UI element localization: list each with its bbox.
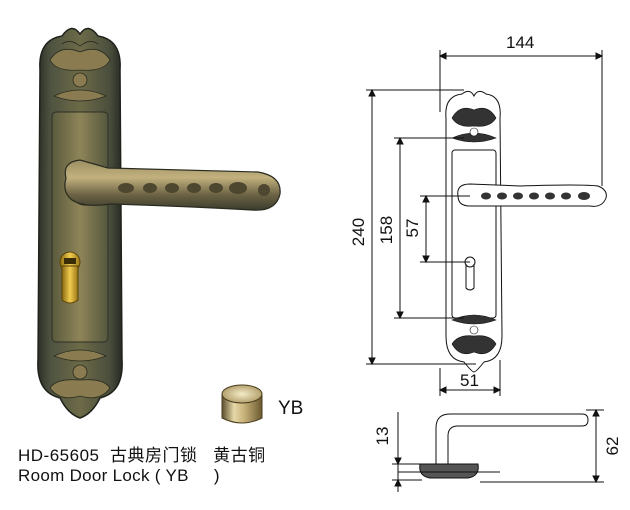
handle-engraving [118,182,270,196]
finish-swatch [221,384,263,424]
bottom-ornament [49,349,111,399]
model-code: HD-65605 [18,446,100,465]
front-top-ornament [451,107,497,143]
finish-name-cn: 黄古铜 [213,446,266,465]
dim-plate-height: 240 [349,218,368,246]
product-name-en: Room Door Lock [18,466,150,485]
lock-cylinder [59,251,81,304]
paren-open: ( [154,466,161,485]
dim-hole-spacing: 158 [377,216,396,244]
plate-inset [51,111,109,343]
dim-rose-thickness: 13 [373,427,392,446]
caption-line-1: HD-65605 古典房门锁 黄古铜 [18,441,266,466]
paren-close: ) [213,466,220,485]
side-view-drawing [392,408,604,492]
lock-photo [37,27,281,419]
dim-handle-cylinder: 57 [403,219,422,238]
dim-handle-projection: 62 [603,437,622,456]
caption-line-2: Room Door Lock ( YB ) [18,466,220,486]
finish-code: YB [165,466,189,485]
front-view-drawing [366,50,607,396]
top-ornament [49,41,111,102]
front-bottom-ornament [451,314,497,355]
finish-label: YB [278,398,304,419]
dim-plate-width: 144 [506,33,534,52]
dim-plate-narrow: 51 [460,371,479,390]
product-name-cn: 古典房门锁 [109,446,198,465]
